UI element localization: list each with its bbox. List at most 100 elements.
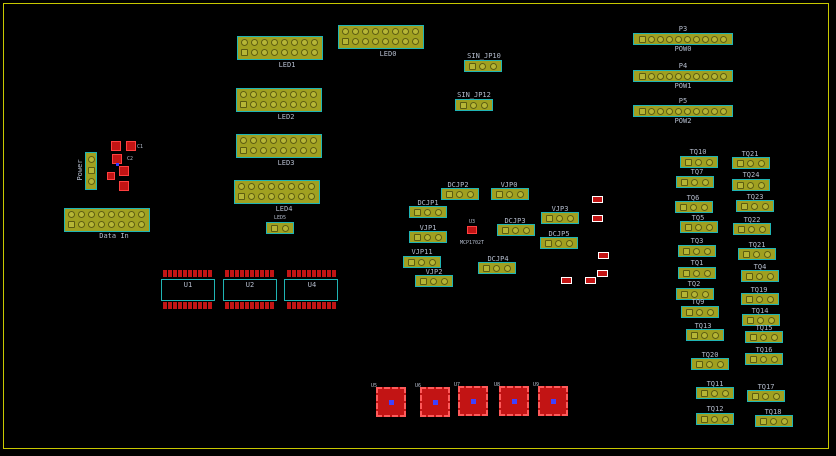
transistor-tq16[interactable] bbox=[745, 353, 783, 365]
label-led3: LED3 bbox=[277, 159, 295, 167]
label-led2: LED2 bbox=[277, 113, 295, 121]
jumper-dcjp2[interactable] bbox=[441, 188, 479, 200]
pin-pad bbox=[270, 147, 277, 154]
jumper-vjp3[interactable] bbox=[541, 212, 579, 224]
resistor-r5[interactable] bbox=[561, 277, 572, 284]
jumper-vjp1[interactable] bbox=[409, 231, 447, 243]
pin-pad bbox=[270, 91, 277, 98]
pin-pad bbox=[372, 28, 379, 35]
capacitor-c2-pad[interactable] bbox=[126, 141, 136, 151]
ic-u7[interactable] bbox=[458, 386, 488, 416]
transistor-tq13[interactable] bbox=[686, 329, 724, 341]
jumper-dcjp4[interactable] bbox=[478, 262, 516, 274]
pin-pad bbox=[280, 101, 287, 108]
pin-pad bbox=[657, 36, 664, 43]
ic-u4[interactable] bbox=[284, 279, 338, 301]
pin-pad bbox=[261, 49, 268, 56]
jumper-dcjp5[interactable] bbox=[540, 237, 578, 249]
connector-led1[interactable] bbox=[237, 36, 323, 60]
transistor-tq14[interactable] bbox=[742, 314, 780, 326]
ic-u8[interactable] bbox=[499, 386, 529, 416]
connector-pow1[interactable] bbox=[633, 70, 733, 82]
transistor-tq5[interactable] bbox=[680, 221, 718, 233]
transistor-tq22[interactable] bbox=[733, 223, 771, 235]
pin-pad bbox=[88, 178, 95, 185]
ic-u2[interactable] bbox=[223, 279, 277, 301]
regulator-pad-c[interactable] bbox=[107, 172, 115, 180]
transistor-tq10[interactable] bbox=[680, 156, 718, 168]
connector-led0[interactable] bbox=[338, 25, 424, 49]
label-vjp0: VJP0 bbox=[500, 181, 518, 189]
transistor-tq24[interactable] bbox=[732, 179, 770, 191]
label-tq11: TQ11 bbox=[706, 380, 724, 388]
pin-pad bbox=[271, 39, 278, 46]
transistor-tq4[interactable] bbox=[741, 270, 779, 282]
ic-u6[interactable] bbox=[420, 387, 450, 417]
connector-pow0[interactable] bbox=[633, 33, 733, 45]
transistor-tq12[interactable] bbox=[696, 413, 734, 425]
label-c2: C2 bbox=[126, 156, 134, 162]
label-tq24: TQ24 bbox=[742, 171, 760, 179]
transistor-tq21[interactable] bbox=[732, 157, 770, 169]
transistor-tq20[interactable] bbox=[691, 358, 729, 370]
ic-u9[interactable] bbox=[538, 386, 568, 416]
jumper-sin-jp12[interactable] bbox=[455, 99, 493, 111]
connector-led3[interactable] bbox=[236, 134, 322, 158]
regulator-pad-b[interactable] bbox=[119, 166, 129, 176]
capacitor-c1-pad[interactable] bbox=[111, 141, 121, 151]
connector-led4[interactable] bbox=[234, 180, 320, 204]
transistor-tq11[interactable] bbox=[696, 387, 734, 399]
regulator-pad-d[interactable] bbox=[119, 181, 129, 191]
pin-pad bbox=[278, 183, 285, 190]
jumper-dcjp1[interactable] bbox=[409, 206, 447, 218]
transistor-tq15[interactable] bbox=[745, 331, 783, 343]
pin-pad bbox=[412, 28, 419, 35]
transistor-tq6[interactable] bbox=[675, 201, 713, 213]
pin-pad bbox=[260, 147, 267, 154]
transistor-tq1[interactable] bbox=[678, 267, 716, 279]
resistor-r4[interactable] bbox=[597, 270, 608, 277]
pin-pad bbox=[301, 49, 308, 56]
transistor-tq21b[interactable] bbox=[738, 248, 776, 260]
connector-led5[interactable] bbox=[266, 222, 294, 234]
pin-pad bbox=[118, 221, 125, 228]
label-power: Power bbox=[76, 159, 84, 181]
transistor-tq18[interactable] bbox=[755, 415, 793, 427]
resistor-r3[interactable] bbox=[598, 252, 609, 259]
resistor-r6[interactable] bbox=[585, 277, 596, 284]
pin-pad bbox=[260, 137, 267, 144]
connector-pow2[interactable] bbox=[633, 105, 733, 117]
pin-pad bbox=[68, 211, 75, 218]
pin-pad bbox=[78, 221, 85, 228]
jumper-vjp0[interactable] bbox=[491, 188, 529, 200]
jumper-dcjp3[interactable] bbox=[497, 224, 535, 236]
pin-pad bbox=[666, 108, 673, 115]
pin-pad bbox=[240, 101, 247, 108]
transistor-tq23[interactable] bbox=[736, 200, 774, 212]
connector-power[interactable] bbox=[85, 152, 97, 190]
resistor-r2[interactable] bbox=[592, 215, 603, 222]
label-data-in: Data In bbox=[99, 232, 129, 240]
pin-pad bbox=[300, 101, 307, 108]
transistor-tq2[interactable] bbox=[676, 288, 714, 300]
jumper-vjp11[interactable] bbox=[403, 256, 441, 268]
pin-pad bbox=[657, 108, 664, 115]
pin-pad bbox=[693, 36, 700, 43]
transistor-tq3[interactable] bbox=[678, 245, 716, 257]
regulator-u3[interactable] bbox=[467, 226, 477, 234]
pin-pad bbox=[342, 28, 349, 35]
transistor-tq17[interactable] bbox=[747, 390, 785, 402]
resistor-r1[interactable] bbox=[592, 196, 603, 203]
transistor-tq7[interactable] bbox=[676, 176, 714, 188]
connector-data-in[interactable] bbox=[64, 208, 150, 232]
jumper-vjp2[interactable] bbox=[415, 275, 453, 287]
ic-u5[interactable] bbox=[376, 387, 406, 417]
pin-pad bbox=[392, 38, 399, 45]
transistor-tq19[interactable] bbox=[741, 293, 779, 305]
label-tq19: TQ19 bbox=[750, 286, 768, 294]
transistor-tq9[interactable] bbox=[681, 306, 719, 318]
ic-u1[interactable] bbox=[161, 279, 215, 301]
jumper-sin-jp10[interactable] bbox=[464, 60, 502, 72]
connector-led2[interactable] bbox=[236, 88, 322, 112]
